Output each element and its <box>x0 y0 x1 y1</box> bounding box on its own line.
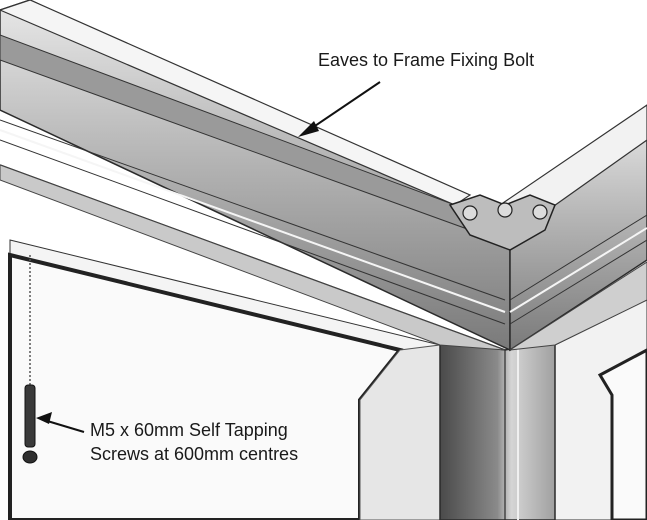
screws-label-line-1: M5 x 60mm Self Tapping <box>90 420 288 440</box>
left-beam-groove-2 <box>0 129 506 313</box>
screws-label: M5 x 60mm Self Tapping Screws at 600mm c… <box>90 418 298 466</box>
bracket-bolt-icon <box>462 205 478 221</box>
eaves-bolt-label: Eaves to Frame Fixing Bolt <box>318 50 535 70</box>
screws-arrow <box>36 412 85 433</box>
eaves-bolt-arrow <box>298 81 381 137</box>
left-beam-groove-3 <box>0 139 506 325</box>
bracket-bolt-icon <box>497 202 513 218</box>
self-tapping-screw <box>24 384 36 448</box>
corner-post <box>439 339 556 520</box>
right-beam-groove-1 <box>509 214 647 301</box>
right-beam-groove-2 <box>509 227 647 313</box>
right-beam-underside <box>509 261 647 351</box>
bracket-bolt-icon <box>532 204 548 220</box>
left-panel-bevel <box>359 344 441 520</box>
screw-head-icon <box>22 450 38 464</box>
left-beam-underside <box>0 164 506 351</box>
left-beam-gutter-top <box>0 0 472 206</box>
screws-label-line-2: Screws at 600mm centres <box>90 444 299 464</box>
right-panel-inner-frame <box>597 348 647 520</box>
left-beam-groove-1 <box>0 119 506 301</box>
right-beam-groove-3 <box>509 239 647 325</box>
